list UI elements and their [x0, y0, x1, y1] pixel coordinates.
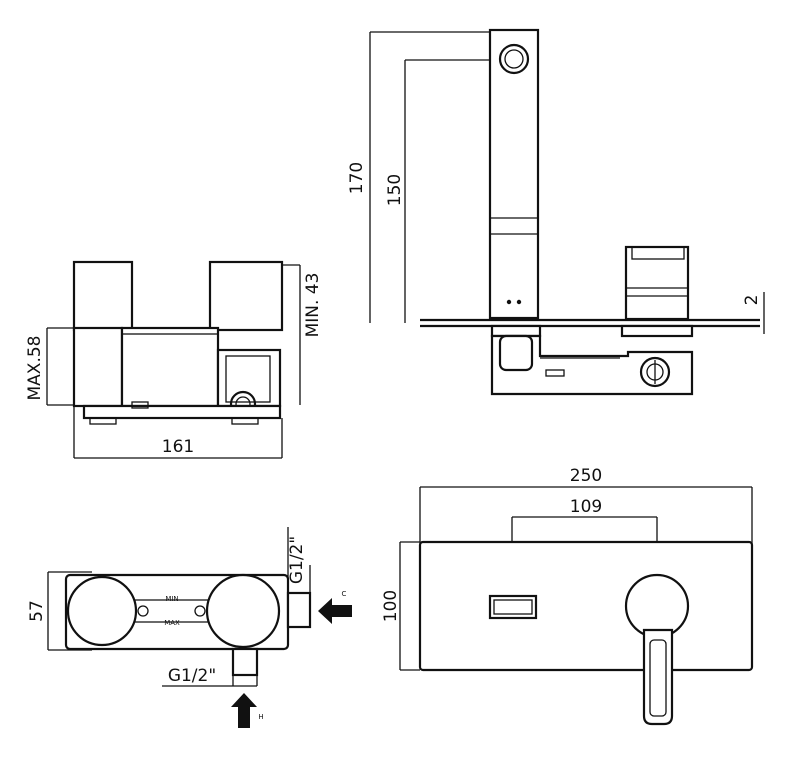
max-label: MAX — [164, 619, 180, 627]
inlet-fitting-icon — [639, 356, 671, 388]
lever-disc — [624, 573, 690, 639]
cover-plate — [418, 540, 754, 672]
dimension-250: 250 — [570, 466, 602, 486]
hot-thread-label: G1/2" — [168, 666, 216, 686]
hot-label: H — [258, 713, 263, 721]
dimension-150: 150 — [385, 174, 405, 206]
plate-front-view: 250 109 100 — [381, 466, 754, 726]
lever-block-left — [72, 260, 134, 332]
dimension-161: 161 — [162, 437, 194, 457]
dimension-max-58: MAX.58 — [25, 336, 45, 401]
cold-label: C — [342, 590, 347, 598]
dimension-2: 2 — [742, 295, 762, 306]
lever-knob-icon — [498, 43, 530, 75]
hot-arrow-icon — [231, 693, 257, 728]
plate-section — [72, 326, 124, 408]
outlet-block — [624, 245, 690, 321]
lever-column — [488, 28, 540, 320]
dimension-57: 57 — [27, 600, 47, 622]
hot-inlet — [231, 647, 259, 677]
cold-inlet — [286, 591, 312, 629]
plan-cartridge-left — [66, 575, 138, 647]
front-elevation-view: 170 150 2 — [347, 28, 765, 396]
min-label: MIN — [165, 595, 178, 603]
lever-handle — [642, 628, 674, 726]
side-view: MAX.58 MIN. 43 161 — [25, 260, 323, 459]
dimension-109: 109 — [570, 497, 602, 517]
dimension-170: 170 — [347, 162, 367, 194]
dimension-100: 100 — [381, 590, 401, 622]
lever-block-right — [208, 260, 284, 332]
cold-arrow-icon — [318, 598, 352, 624]
plan-cartridge-right — [205, 573, 281, 649]
plan-view: 57 MIN MAX G1/2" C G1/2" H — [27, 527, 352, 728]
spout-outlet — [488, 594, 538, 620]
mixer-box — [120, 326, 220, 408]
cold-thread-label: G1/2" — [287, 536, 307, 584]
dimension-min-43: MIN. 43 — [303, 273, 323, 338]
